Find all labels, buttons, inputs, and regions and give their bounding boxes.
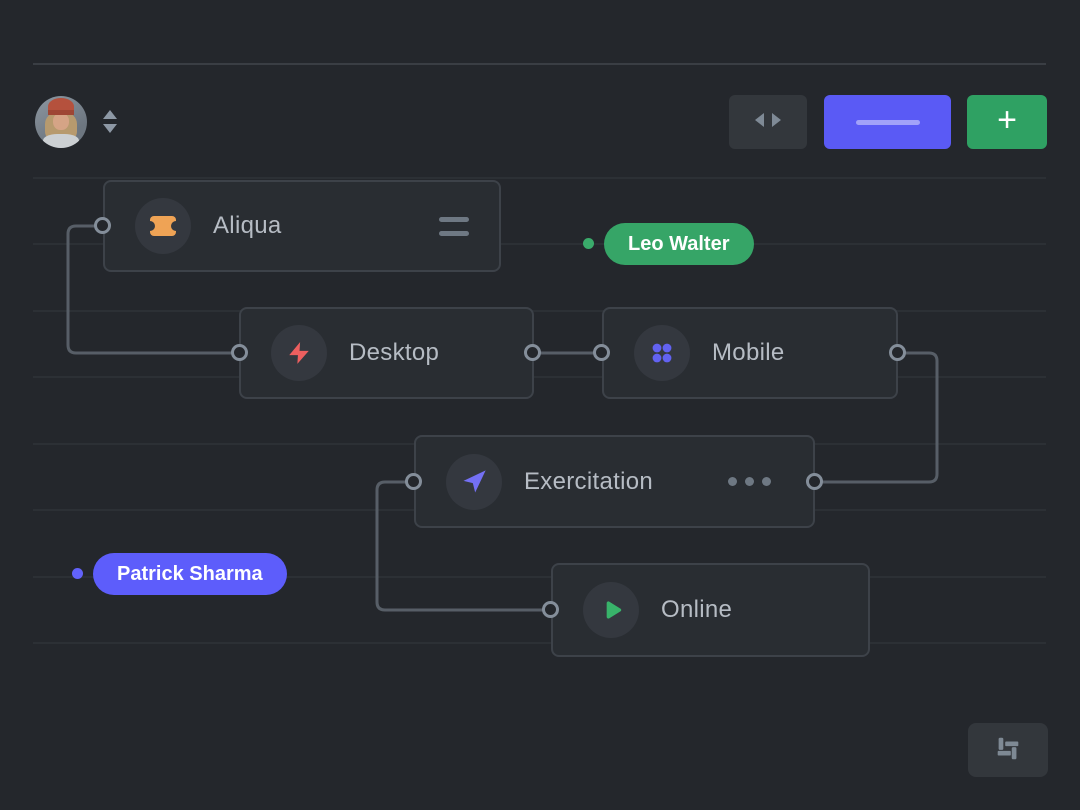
node-label: Mobile: [712, 339, 785, 366]
user-avatar[interactable]: [35, 96, 87, 148]
node-aliqua[interactable]: Aliqua: [103, 180, 501, 272]
badge-patrick-sharma[interactable]: Patrick Sharma: [93, 553, 287, 595]
badge-label: Patrick Sharma: [117, 562, 263, 585]
row-line: [33, 243, 1046, 245]
row-line: [33, 376, 1046, 378]
dots-grid-icon: [634, 325, 690, 381]
node-mobile[interactable]: Mobile: [602, 307, 898, 399]
badge-label: Leo Walter: [628, 232, 730, 255]
connector-dot[interactable]: [806, 473, 823, 490]
top-divider: [33, 63, 1046, 65]
ticket-icon: [135, 198, 191, 254]
node-label: Exercitation: [524, 467, 653, 495]
settings-button[interactable]: [968, 723, 1048, 777]
connector-dot[interactable]: [94, 217, 111, 234]
node-label: Desktop: [349, 339, 440, 366]
primary-action-button[interactable]: [824, 95, 951, 149]
ellipsis-icon[interactable]: [728, 477, 771, 486]
play-icon: [583, 582, 639, 638]
row-line: [33, 642, 1046, 644]
avatar-beanie-band: [48, 110, 74, 115]
row-line: [33, 177, 1046, 179]
sliders-icon: [993, 733, 1023, 768]
swap-direction-button[interactable]: [729, 95, 807, 149]
connector-dot[interactable]: [524, 344, 541, 361]
node-online[interactable]: Online: [551, 563, 870, 657]
lightning-icon: [271, 325, 327, 381]
status-dot-purple: [72, 568, 83, 579]
connector-dot[interactable]: [405, 473, 422, 490]
connector-dot[interactable]: [889, 344, 906, 361]
send-arrow-icon: [446, 453, 502, 510]
node-exercitation[interactable]: Exercitation: [414, 435, 815, 528]
avatar-shirt: [43, 134, 79, 148]
row-line: [33, 310, 1046, 312]
badge-leo-walter[interactable]: Leo Walter: [604, 223, 754, 265]
connector-dot[interactable]: [542, 601, 559, 618]
connector-dot[interactable]: [593, 344, 610, 361]
status-dot-green: [583, 238, 594, 249]
node-desktop[interactable]: Desktop: [239, 307, 534, 399]
left-right-arrows-icon: [754, 112, 782, 133]
up-down-sort-icon[interactable]: [103, 110, 117, 133]
node-label: Online: [661, 596, 733, 623]
equals-menu-icon[interactable]: [439, 216, 469, 236]
connector-dot[interactable]: [231, 344, 248, 361]
avatar-face: [53, 113, 69, 130]
line-placeholder: [855, 119, 920, 125]
add-node-button[interactable]: +: [967, 95, 1047, 149]
node-label: Aliqua: [213, 212, 282, 239]
